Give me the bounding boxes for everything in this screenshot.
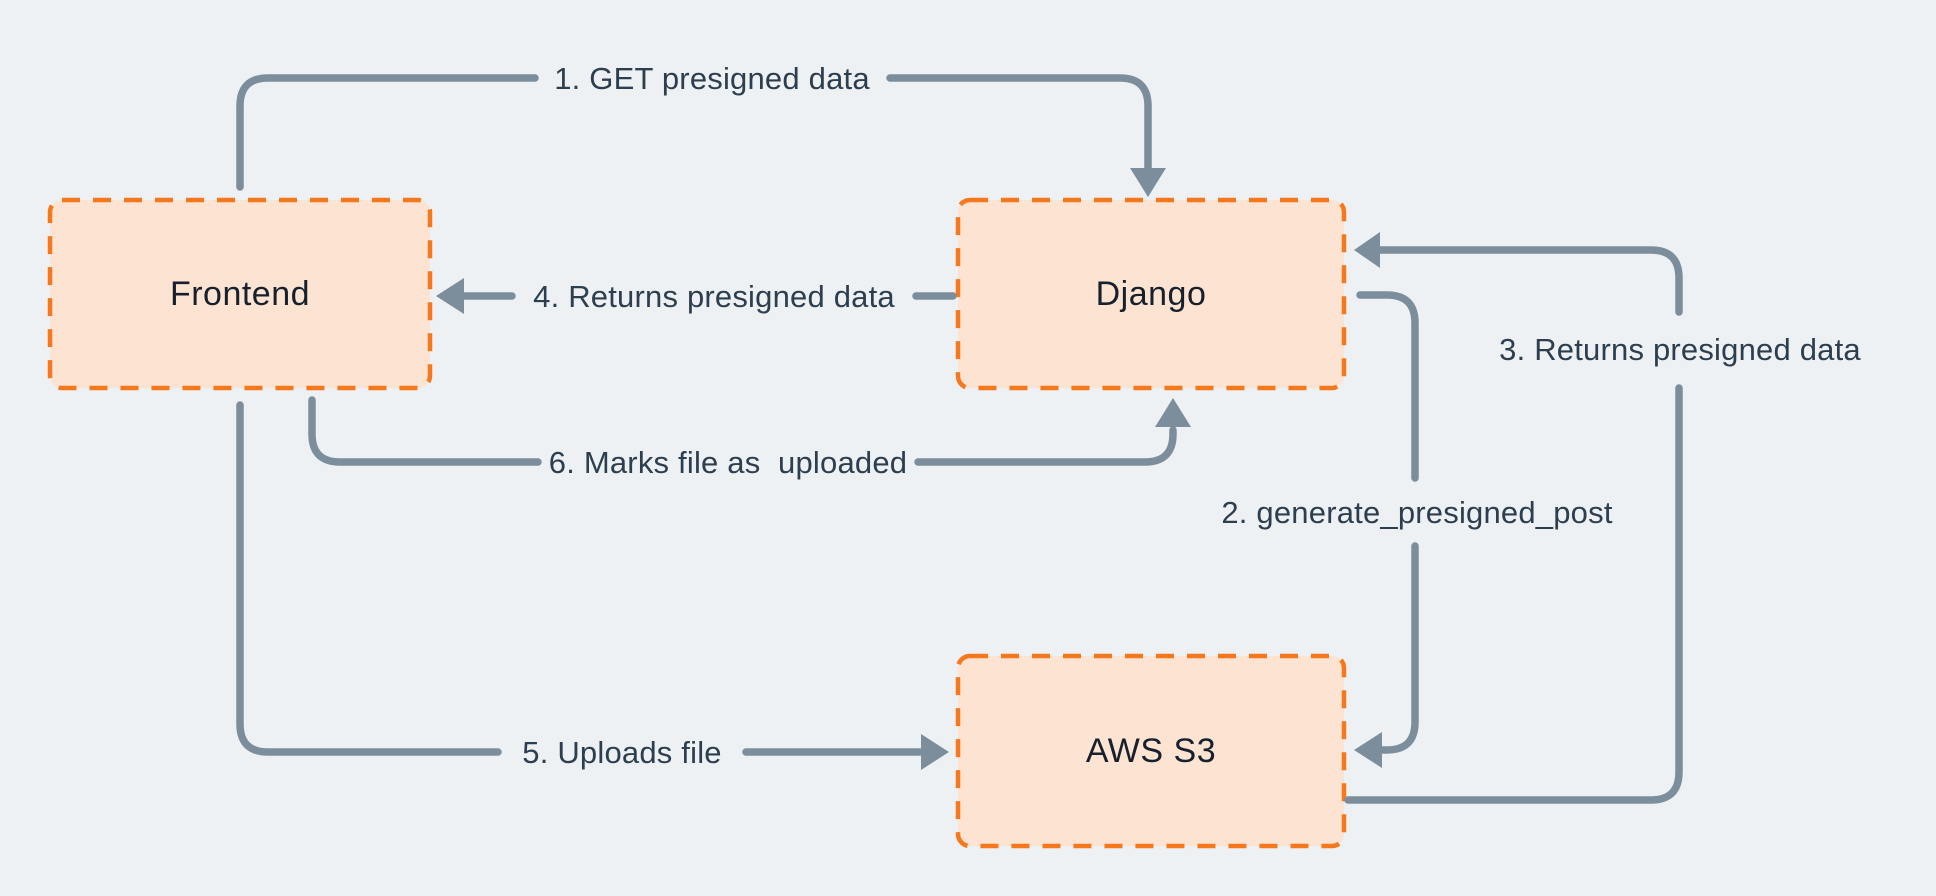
node-frontend: Frontend	[169, 274, 311, 313]
node-frontend-box	[47, 197, 433, 391]
edge-step5-arrowhead-right	[921, 734, 949, 770]
edge-step3-path	[1344, 246, 1683, 804]
edge-label-step5: 5. Uploads file	[522, 735, 722, 770]
edge-step2-arrowhead-left	[1354, 732, 1382, 768]
edge-step3-arrowhead-left	[1354, 232, 1380, 268]
edge-label-step6: 6. Marks file as uploaded	[548, 445, 908, 480]
edge-step1-arrowhead-down	[1130, 168, 1166, 197]
edge-step6-path	[308, 396, 1177, 466]
edge-step5-path	[236, 401, 924, 756]
node-aws-s3-box	[955, 653, 1347, 849]
edge-step1-path	[236, 74, 1152, 191]
node-django: Django	[1095, 274, 1207, 313]
edge-label-step3: 3. Returns presigned data	[1499, 332, 1861, 367]
node-aws-s3: AWS S3	[1085, 731, 1217, 770]
node-django-box	[955, 197, 1347, 391]
edge-step4-arrowhead-left	[436, 278, 464, 314]
edge-label-step4: 4. Returns presigned data	[533, 279, 895, 314]
edge-step6-arrowhead-up	[1155, 398, 1191, 427]
edge-label-step1: 1. GET presigned data	[554, 61, 870, 96]
edge-step2-path	[1356, 291, 1419, 754]
edge-label-step2: 2. generate_presigned_post	[1221, 495, 1613, 530]
